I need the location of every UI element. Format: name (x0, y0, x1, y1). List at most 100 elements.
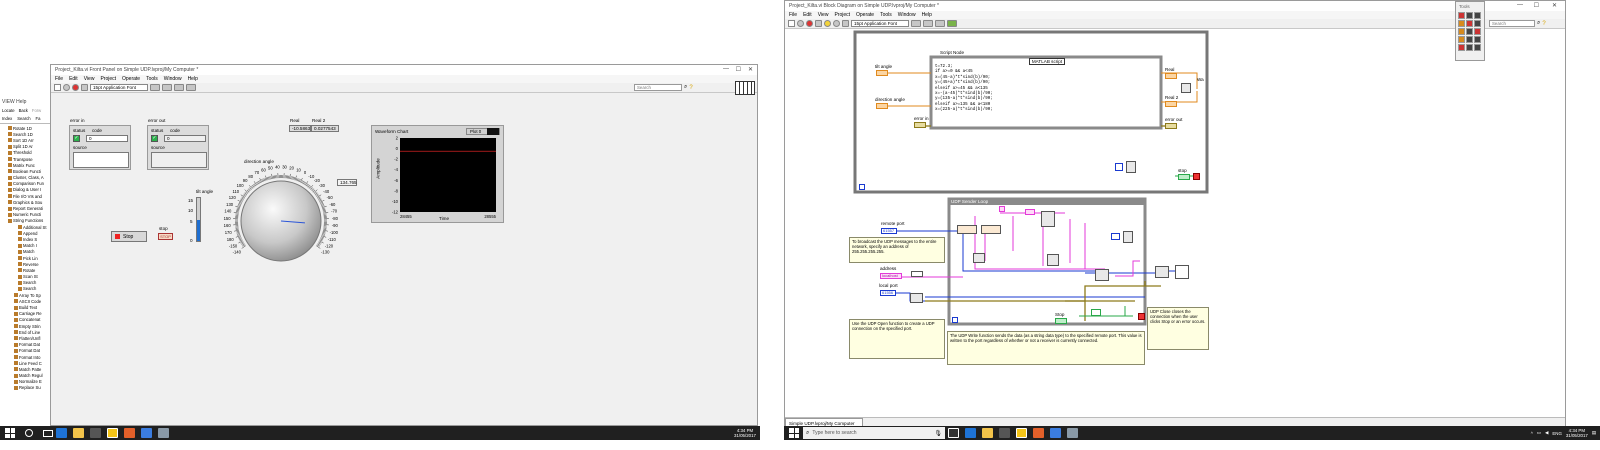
tool-icon[interactable] (1458, 12, 1465, 19)
bd-reorder-icon[interactable] (935, 20, 945, 27)
stop-control-terminal[interactable] (1055, 318, 1067, 324)
bd-close-icon[interactable]: ✕ (1551, 3, 1557, 9)
tool-icon[interactable] (1474, 36, 1481, 43)
locate-button[interactable]: Locate (2, 108, 15, 113)
tab-search[interactable]: Search (17, 116, 31, 121)
help-tree-item[interactable]: Format Dat (4, 342, 51, 348)
help-tree-item[interactable]: Replace Su (4, 385, 51, 391)
menu-project[interactable]: Project (100, 76, 116, 82)
help-tree-item[interactable]: Carriage Re (4, 311, 51, 317)
tab-favorites[interactable]: Fa (35, 116, 41, 121)
help-tree-item[interactable]: Normalize E (4, 379, 51, 385)
help-tree-item[interactable]: Match Patte (4, 366, 51, 372)
menu-window[interactable]: Window (163, 76, 182, 82)
build-waveform-node[interactable] (1181, 83, 1191, 93)
help-tree-item[interactable]: File I/O VIs and (4, 193, 51, 199)
task-view-icon[interactable] (43, 429, 53, 437)
udp-close-node[interactable] (1155, 266, 1169, 278)
error-in-source-field[interactable] (73, 152, 129, 168)
bd-font-select[interactable]: 15pt Application Font (851, 20, 909, 27)
format-node-1[interactable] (973, 253, 985, 263)
clean-up-diagram-icon[interactable] (947, 20, 957, 27)
minimize-icon[interactable]: — (723, 66, 729, 72)
reorder-icon[interactable] (186, 84, 196, 91)
help-tree-item[interactable]: Sort 1D Arr (4, 137, 51, 143)
help-tree-item[interactable]: End of Line (4, 329, 51, 335)
bd-pause-icon[interactable] (815, 20, 822, 27)
remote-port-constant[interactable]: 61557 (881, 228, 897, 234)
bd-distribute-icon[interactable] (923, 20, 933, 27)
direction-angle-dial[interactable]: -140-15018017016015014013012011010090807… (221, 161, 341, 281)
run-arrow-icon[interactable] (54, 84, 61, 91)
tilt-angle-terminal[interactable] (876, 70, 888, 76)
bd-search-field[interactable]: Search (1489, 20, 1535, 27)
error-in-status-led[interactable]: ✓ (73, 135, 80, 142)
help-tree-item[interactable]: Pick Lin (4, 255, 51, 261)
forward-button[interactable]: Forw (31, 108, 42, 113)
help-tree-item[interactable]: Boolean Functi (4, 168, 51, 174)
cortana-icon[interactable] (25, 429, 33, 437)
help-tree-item[interactable]: Cluster, Class, A (4, 175, 51, 181)
help-tree-item[interactable]: Array To Sp (4, 292, 51, 298)
bd-abort-icon[interactable] (806, 20, 813, 27)
string-lookup-node[interactable] (911, 271, 923, 277)
help-tree-item[interactable]: Format Dat (4, 348, 51, 354)
help-tree-item[interactable]: Index S (4, 236, 51, 242)
start-icon-right[interactable] (789, 428, 799, 438)
loop-wait-constant[interactable] (1111, 233, 1120, 240)
help-tree-item[interactable]: Dialog & User I (4, 187, 51, 193)
udp-open-node[interactable] (910, 293, 923, 303)
highlight-execution-icon[interactable] (824, 20, 831, 27)
tray-chevron-icon[interactable]: ^ (1530, 430, 1533, 436)
tool-icon[interactable] (1458, 36, 1465, 43)
bd-align-icon[interactable] (911, 20, 921, 27)
help-tree-item[interactable]: Format Into (4, 354, 51, 360)
taskbar-search-box[interactable]: ⌕ Type here to search 🎙 (803, 427, 945, 439)
microphone-icon[interactable]: 🎙 (934, 430, 942, 437)
help-tree-item[interactable]: Search 1D (4, 131, 51, 137)
back-button[interactable]: Back (18, 108, 28, 113)
tab-index[interactable]: Index (2, 116, 13, 121)
help-tree-item[interactable]: Append (4, 230, 51, 236)
bd-run-arrow-icon[interactable] (788, 20, 795, 27)
tool-icon[interactable] (1474, 12, 1481, 19)
format-node-2[interactable] (1047, 254, 1059, 266)
store-icon[interactable] (90, 428, 101, 438)
bd-minimize-icon[interactable]: — (1517, 2, 1523, 8)
app-icon-right[interactable] (1067, 428, 1078, 438)
chart-plot-legend[interactable]: Plot 0 (466, 128, 500, 135)
tool-icon[interactable] (1458, 44, 1465, 51)
bd-menu-project[interactable]: Project (834, 12, 850, 18)
network-icon[interactable]: ▭ (1536, 430, 1541, 435)
bd-menu-operate[interactable]: Operate (856, 12, 875, 18)
stop-button[interactable]: Stop (111, 231, 147, 242)
menu-help[interactable]: Help (187, 76, 198, 82)
wait-ms-node[interactable] (1115, 163, 1123, 171)
tool-icon[interactable] (1466, 20, 1473, 27)
menu-tools[interactable]: Tools (146, 76, 158, 82)
help-tree-item[interactable]: String Functions (4, 218, 51, 224)
real-terminal[interactable] (1165, 73, 1177, 79)
concatenate-node[interactable] (1041, 211, 1055, 227)
help-tree-item[interactable]: Search (4, 286, 51, 292)
resize-icon[interactable] (174, 84, 184, 91)
tool-icon[interactable] (1466, 44, 1473, 51)
simple-error-handler-node[interactable] (1175, 265, 1189, 279)
help-tree-item[interactable]: Threshold (4, 150, 51, 156)
task-view-icon-right[interactable] (948, 428, 959, 438)
help-tree-item[interactable]: Empty Strin (4, 323, 51, 329)
bd-menu-view[interactable]: View (817, 12, 829, 18)
labview-project-icon-right[interactable] (1050, 428, 1061, 438)
step-into-icon[interactable] (842, 20, 849, 27)
tool-icon[interactable] (1474, 44, 1481, 51)
help-tree-item[interactable]: Line Feed C (4, 360, 51, 366)
labview-icon-right[interactable] (1016, 428, 1027, 438)
bd-help-icon[interactable]: ? (1542, 20, 1546, 27)
distribute-icon[interactable] (162, 84, 172, 91)
menu-edit[interactable]: Edit (69, 76, 78, 82)
store-icon-right[interactable] (999, 428, 1010, 438)
maximize-icon[interactable]: ☐ (735, 67, 741, 73)
tool-icon[interactable] (1466, 28, 1473, 35)
tool-icon[interactable] (1458, 20, 1465, 27)
